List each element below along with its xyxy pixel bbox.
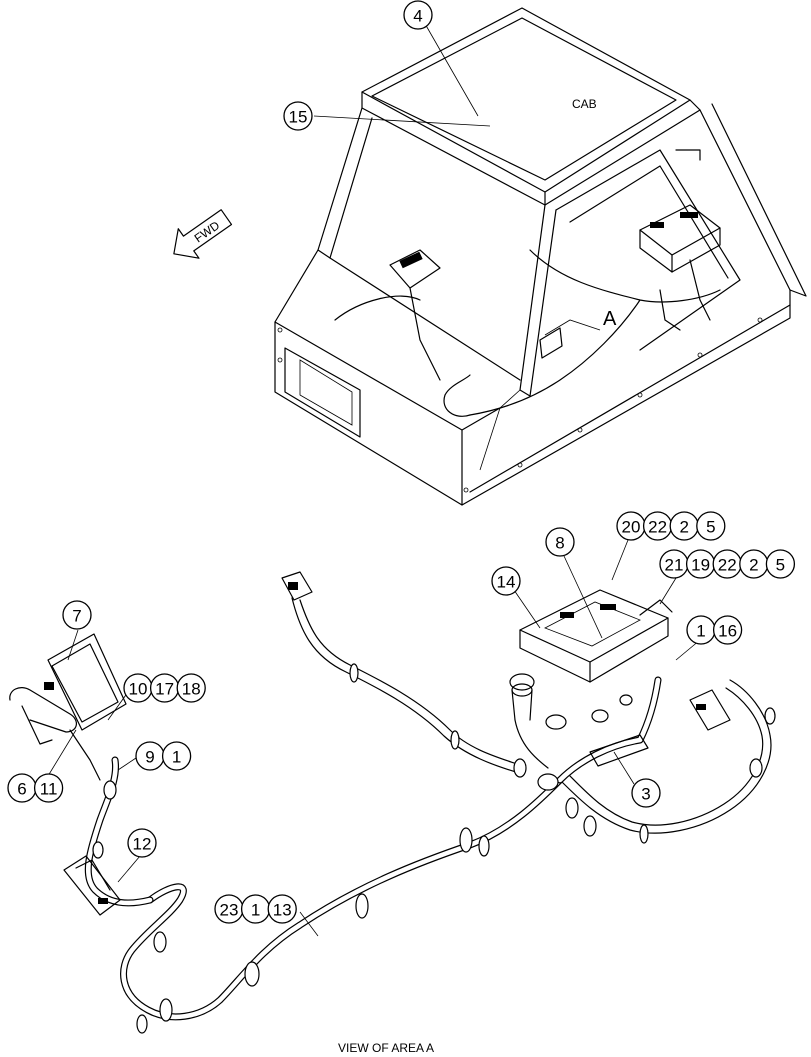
callout-number: 5 bbox=[706, 518, 715, 537]
callout-number: 6 bbox=[17, 780, 26, 799]
callout-bubble bbox=[765, 549, 796, 579]
callout-number: 16 bbox=[718, 622, 737, 641]
callout-bubble bbox=[631, 778, 661, 808]
callout-3: 3 bbox=[631, 778, 661, 808]
callout-number: 18 bbox=[182, 680, 201, 699]
callout-number: 2 bbox=[679, 518, 688, 537]
callout-bubble bbox=[283, 101, 313, 131]
callout-bubble bbox=[491, 566, 521, 596]
cab-label: CAB bbox=[572, 97, 597, 111]
callout-number: 1 bbox=[172, 748, 181, 767]
callout-12: 12 bbox=[127, 828, 157, 858]
callout-bubble bbox=[62, 600, 92, 630]
area-a-label: A bbox=[603, 308, 617, 330]
callout-bubble bbox=[127, 828, 157, 858]
callout-number: 20 bbox=[622, 518, 641, 537]
callout-number: 15 bbox=[289, 108, 308, 127]
callout-14: 14 bbox=[491, 566, 521, 596]
callout-23-1-13: 23 1 13 bbox=[214, 894, 297, 924]
view-caption: VIEW OF AREA A bbox=[338, 1041, 434, 1055]
callout-number: 23 bbox=[220, 901, 239, 920]
callout-1-16: 1 16 bbox=[686, 615, 743, 645]
callout-number: 22 bbox=[648, 518, 667, 537]
callout-number: 10 bbox=[129, 680, 148, 699]
callout-number: 14 bbox=[497, 573, 516, 592]
cab-illustration bbox=[274, 7, 807, 506]
callout-bubble bbox=[403, 0, 433, 30]
callout-8: 8 bbox=[545, 527, 575, 557]
forward-arrow-icon: FWD bbox=[173, 209, 233, 259]
callout-6-11: 6 11 bbox=[7, 773, 64, 803]
callout-number: 12 bbox=[133, 835, 152, 854]
callout-number: 22 bbox=[718, 556, 737, 575]
callout-bubble bbox=[267, 894, 297, 924]
callout-number: 5 bbox=[776, 556, 785, 575]
callout-number: 11 bbox=[40, 780, 58, 799]
callout-bubble bbox=[696, 511, 726, 541]
callout-number: 1 bbox=[696, 622, 705, 641]
callout-bubble bbox=[33, 773, 64, 803]
callout-number: 13 bbox=[273, 901, 292, 920]
callout-number: 19 bbox=[691, 556, 710, 575]
callout-10-17-18: 10 17 18 bbox=[123, 673, 206, 703]
callout-number: 17 bbox=[155, 680, 174, 699]
callout-number: 8 bbox=[555, 534, 564, 553]
callout-number: 7 bbox=[72, 607, 81, 626]
callout-number: 3 bbox=[641, 785, 650, 804]
callout-number: 1 bbox=[251, 901, 260, 920]
callout-15: 15 bbox=[283, 101, 313, 131]
callout-bubble bbox=[176, 673, 206, 703]
callout-bubble bbox=[712, 615, 743, 645]
callout-number: 21 bbox=[665, 556, 684, 575]
callout-bubble bbox=[545, 527, 575, 557]
callout-4: 4 bbox=[403, 0, 433, 30]
callout-7: 7 bbox=[62, 600, 92, 630]
leader-lines bbox=[47, 21, 701, 937]
callout-bubble bbox=[161, 741, 192, 771]
callout-number: 4 bbox=[413, 7, 422, 26]
harness-illustration bbox=[9, 571, 776, 1034]
callout-number: 9 bbox=[145, 748, 154, 767]
callout-number: 2 bbox=[749, 556, 758, 575]
